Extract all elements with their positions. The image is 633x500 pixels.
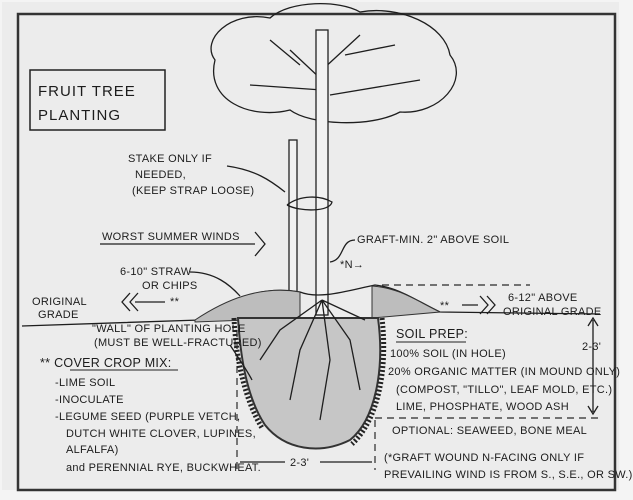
cover-crop-item: -LEGUME SEED (PURPLE VETCH, <box>55 411 240 423</box>
soil-prep-item: 20% ORGANIC MATTER (IN MOUND ONLY) <box>388 366 620 378</box>
stake-label-2: NEEDED, <box>135 169 186 181</box>
original-grade-left-1: ORIGINAL <box>32 296 87 308</box>
footnote-line-2: PREVAILING WIND IS FROM S., S.E., OR SW.… <box>384 469 633 481</box>
straw-leader-line <box>189 271 241 297</box>
soil-prep-heading: SOIL PREP: <box>396 327 468 341</box>
asterisks-left: ** <box>170 296 180 308</box>
wall-label-1: "WALL" OF PLANTING HOLE <box>92 323 246 335</box>
width-guides <box>236 330 376 470</box>
mound-left <box>194 289 301 323</box>
cover-crop-list: ** COVER CROP MIX: -LIME SOIL -INOCULATE… <box>40 356 261 474</box>
depth-arrow <box>587 316 599 416</box>
graft-label: GRAFT-MIN. 2" ABOVE SOIL <box>357 234 509 246</box>
right-chevron-arrow-icon <box>462 295 496 315</box>
stake-label-3: (KEEP STRAP LOOSE) <box>132 185 254 197</box>
left-chevron-arrow-icon <box>121 292 165 312</box>
cover-crop-item: DUTCH WHITE CLOVER, LUPINES, <box>66 428 256 440</box>
soil-prep-list: SOIL PREP: 100% SOIL (IN HOLE) 20% ORGAN… <box>388 327 620 437</box>
soil-prep-item: LIME, PHOSPHATE, WOOD ASH <box>396 401 569 413</box>
north-label: *N→ <box>340 259 364 271</box>
footnote-line-1: (*GRAFT WOUND N-FACING ONLY IF <box>384 452 584 464</box>
planting-hole <box>236 317 382 450</box>
cover-crop-heading: ** COVER CROP MIX: <box>40 356 172 370</box>
strap <box>286 196 333 211</box>
winds-label: WORST SUMMER WINDS <box>102 231 240 243</box>
straw-label-2: OR CHIPS <box>142 280 198 292</box>
soil-prep-item: (COMPOST, "TILLO", LEAF MOLD, ETC.) <box>396 384 612 396</box>
soil-prep-optional: OPTIONAL: SEAWEED, BONE MEAL <box>392 425 587 437</box>
wall-label-2: (MUST BE WELL-FRACTURED) <box>94 337 262 349</box>
title-box: FRUIT TREE PLANTING <box>29 69 166 131</box>
mound-height-label-2: ORIGINAL GRADE <box>503 306 602 318</box>
roots <box>259 299 366 421</box>
graft-leader-line <box>329 239 356 263</box>
mound-height-label-1: 6-12" ABOVE <box>508 292 578 304</box>
title-line-1: FRUIT TREE <box>38 83 136 100</box>
stake-leader-line <box>226 165 286 193</box>
wind-arrow <box>100 231 266 257</box>
cover-crop-item: -INOCULATE <box>55 394 124 406</box>
frame-border <box>16 12 617 492</box>
width-label: 2-3' <box>290 457 309 469</box>
title-line-2: PLANTING <box>38 107 121 124</box>
asterisks-right: ** <box>440 300 450 312</box>
original-grade-left-2: GRADE <box>38 309 79 321</box>
straw-label-1: 6-10" STRAW <box>120 266 192 278</box>
depth-label: 2-3' <box>582 341 601 353</box>
tree-trunk <box>315 29 329 316</box>
hole-wall-hatching <box>231 317 387 446</box>
soil-prep-item: 100% SOIL (IN HOLE) <box>390 348 506 360</box>
cover-crop-item: -LIME SOIL <box>55 377 115 389</box>
wall-leader-line <box>229 344 253 381</box>
cover-crop-item: ALFALFA) <box>66 444 119 456</box>
stake-label-1: STAKE ONLY IF <box>128 153 212 165</box>
mound-right <box>371 285 442 319</box>
cover-crop-item: and PERENNIAL RYE, BUCKWHEAT. <box>66 462 261 474</box>
